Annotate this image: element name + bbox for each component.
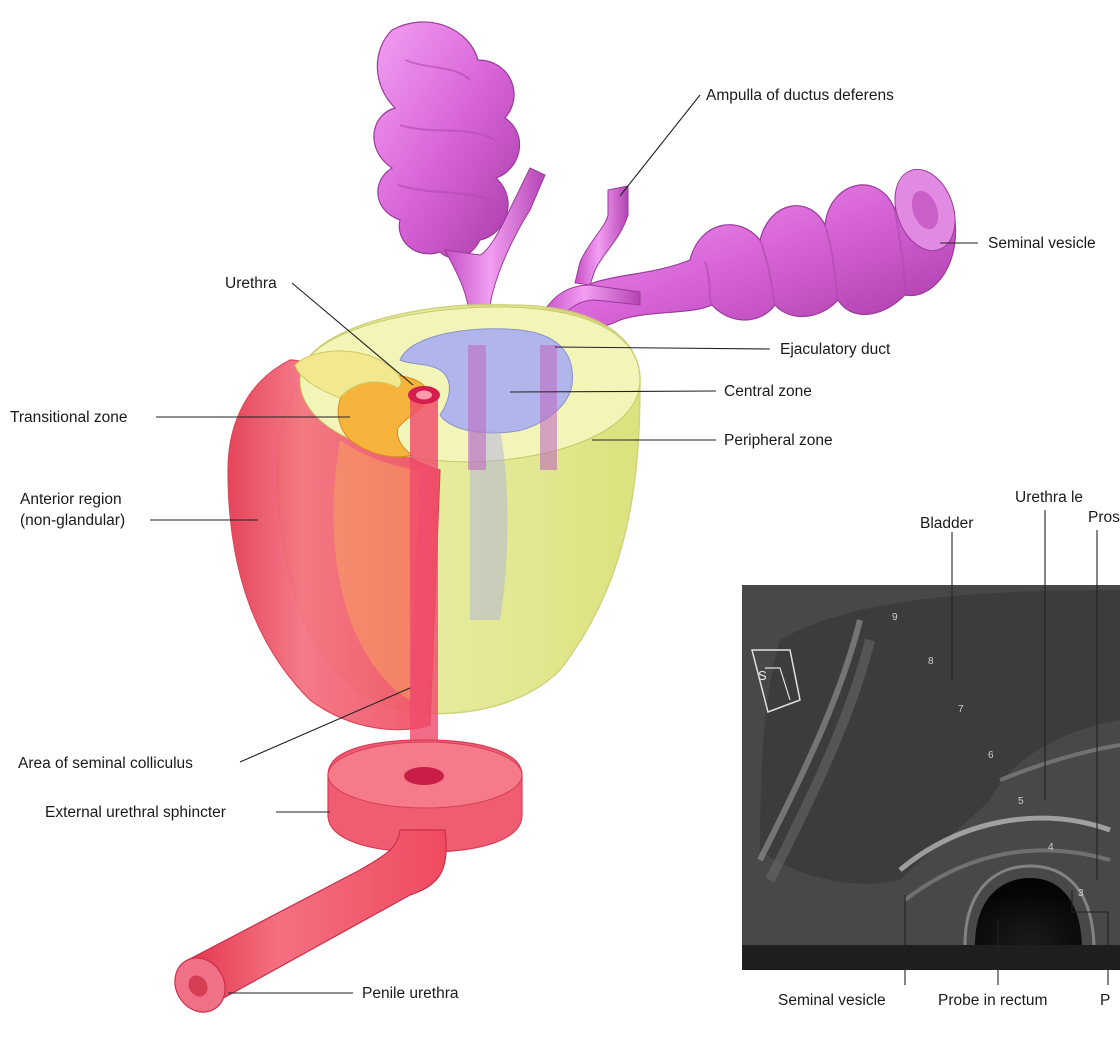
label-peripheral-zone: Peripheral zone [724, 432, 833, 449]
us-label-seminal-vesicle: Seminal vesicle [778, 992, 886, 1009]
us-label-urethra: Urethra le [1015, 489, 1083, 506]
depth-mark: 8 [928, 656, 934, 667]
label-non-glandular: (non-glandular) [20, 512, 125, 529]
label-anterior-region: Anterior region [20, 491, 122, 508]
depth-mark: 6 [988, 750, 994, 761]
us-label-bladder: Bladder [920, 515, 973, 532]
us-label-probe: Probe in rectum [938, 992, 1047, 1009]
depth-mark: 5 [1018, 796, 1024, 807]
ultrasound-marker-s: S [758, 668, 767, 683]
ultrasound-image: S 9 8 7 6 5 4 3 [742, 585, 1120, 970]
left-seminal-vesicle [374, 22, 520, 258]
label-seminal-colliculus: Area of seminal colliculus [18, 755, 193, 772]
label-ejaculatory-duct: Ejaculatory duct [780, 341, 891, 358]
label-external-sphincter: External urethral sphincter [45, 804, 226, 821]
ampulla-tube [575, 186, 628, 285]
depth-mark: 7 [958, 704, 964, 715]
label-seminal-vesicle: Seminal vesicle [988, 235, 1096, 252]
depth-mark: 3 [1078, 888, 1084, 899]
depth-mark: 9 [892, 612, 898, 623]
label-ampulla: Ampulla of ductus deferens [706, 87, 894, 104]
us-label-prostate: Pros [1088, 509, 1120, 526]
label-urethra: Urethra [225, 275, 277, 292]
label-penile-urethra: Penile urethra [362, 985, 459, 1002]
label-central-zone: Central zone [724, 383, 812, 400]
urethra-shaft [408, 386, 440, 780]
depth-mark: 4 [1048, 842, 1054, 853]
us-label-bottom-right: P [1100, 992, 1110, 1009]
label-transitional-zone: Transitional zone [10, 409, 127, 426]
